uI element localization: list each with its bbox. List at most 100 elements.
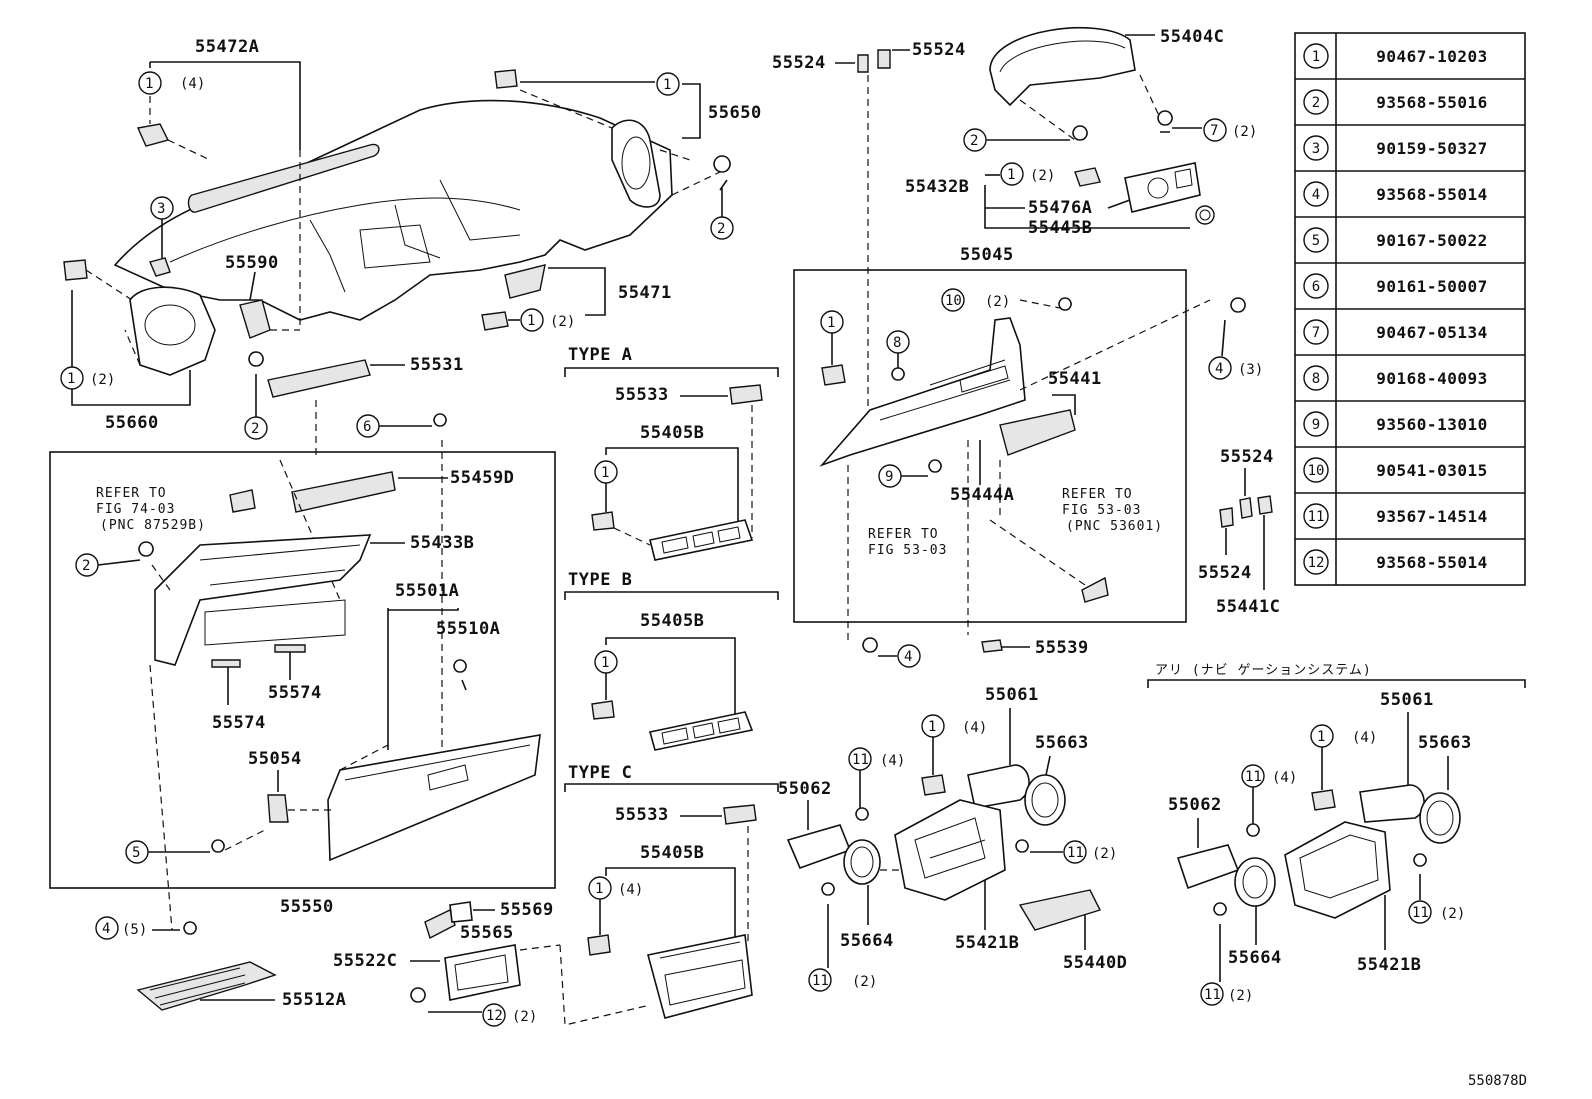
svg-text:1: 1: [601, 655, 609, 671]
label-55405B-a: 55405B: [640, 423, 704, 443]
ref-circle: [1303, 503, 1329, 529]
label-55533-a: 55533: [615, 385, 669, 405]
label-55061-a: 55061: [985, 685, 1039, 705]
svg-text:(2): (2): [1228, 988, 1253, 1004]
svg-text:(4): (4): [962, 720, 987, 736]
svg-text:3: 3: [157, 201, 165, 217]
svg-text:(2): (2): [512, 1009, 537, 1025]
switch-panel-c: [647, 934, 753, 1019]
label-55062-b: 55062: [1168, 795, 1222, 815]
label-55433B: 55433B: [410, 533, 474, 553]
svg-text:(2): (2): [1440, 906, 1465, 922]
svg-text:REFER TO: REFER TO: [868, 527, 939, 542]
vent-55062-a: [786, 824, 852, 870]
svg-text:4: 4: [904, 649, 912, 665]
table-part-number: 93560-13010: [1376, 415, 1487, 434]
ref-circle: [1303, 89, 1329, 115]
svg-text:(4): (4): [880, 753, 905, 769]
glove-box-group: 55550 REFER TO FIG 74-03 (PNC 87529B) 55…: [49, 451, 556, 931]
svg-text:10: 10: [945, 293, 962, 309]
svg-text:2: 2: [970, 133, 978, 149]
label-55663-a: 55663: [1035, 733, 1089, 753]
svg-text:(PNC 87529B): (PNC 87529B): [100, 518, 206, 533]
svg-text:11: 11: [1412, 905, 1429, 921]
label-55524-a: 55524: [772, 53, 826, 73]
label-55405B-b: 55405B: [640, 611, 704, 631]
svg-text:1: 1: [527, 313, 535, 329]
label-55531: 55531: [410, 355, 464, 375]
svg-text:1: 1: [663, 77, 671, 93]
svg-text:8: 8: [893, 335, 901, 351]
svg-text:(2): (2): [1030, 168, 1055, 184]
ring-55663-b: [1419, 792, 1461, 844]
label-55664-a: 55664: [840, 931, 894, 951]
type-variants-group: TYPE A 55533 55405B 1 TYPE B 55405B 1 TY…: [564, 345, 779, 1019]
left-vent: [129, 286, 216, 376]
glove-box-door: [327, 734, 541, 862]
svg-text:11: 11: [812, 973, 829, 989]
svg-text:5: 5: [132, 845, 140, 861]
diagram-id: 550878D: [1468, 1073, 1527, 1089]
label-55405B-c: 55405B: [640, 843, 704, 863]
label-55441: 55441: [1048, 369, 1102, 389]
table-part-number: 93567-14514: [1376, 507, 1487, 526]
ring-55663-a: [1024, 774, 1066, 826]
svg-text:(4): (4): [1352, 730, 1377, 746]
svg-text:6: 6: [363, 419, 371, 435]
svg-text:2: 2: [251, 421, 259, 437]
ref-circle: [1303, 43, 1329, 69]
upper-strip: [291, 471, 396, 513]
label-55550: 55550: [280, 897, 334, 917]
top-pad: [187, 143, 380, 213]
label-55533-c: 55533: [615, 805, 669, 825]
label-55440D: 55440D: [1063, 953, 1127, 973]
label-55512A: 55512A: [282, 990, 346, 1010]
svg-text:1: 1: [928, 719, 936, 735]
table-part-number: 90467-10203: [1376, 47, 1487, 66]
vent-55061-a: [967, 764, 1030, 809]
svg-text:2: 2: [82, 558, 90, 574]
qty-label: (4): [180, 76, 205, 92]
label-55663-b: 55663: [1418, 733, 1472, 753]
svg-text:4: 4: [102, 921, 110, 937]
svg-text:REFER TO: REFER TO: [1062, 487, 1133, 502]
ashtray-55441: [999, 409, 1076, 456]
type-c-label: TYPE C: [568, 763, 632, 783]
label-55524-b: 55524: [912, 40, 966, 60]
tray-55440D: [1018, 889, 1101, 931]
label-55421B-b: 55421B: [1357, 955, 1421, 975]
label-55045: 55045: [960, 245, 1014, 265]
label-55565: 55565: [460, 923, 514, 943]
svg-text:(2): (2): [852, 974, 877, 990]
label-55522C: 55522C: [333, 951, 397, 971]
table-ref-number: 3: [1312, 141, 1320, 157]
right-mid-group: 4 (3) 55524 55524 55441C: [1198, 297, 1280, 617]
table-part-number: 93568-55014: [1376, 185, 1487, 204]
ref-circle: [1303, 549, 1329, 575]
clip-part: [136, 123, 170, 147]
svg-text:(3): (3): [1238, 362, 1263, 378]
svg-text:11: 11: [1204, 987, 1221, 1003]
table-ref-number: 2: [1312, 95, 1320, 111]
table-part-number: 90167-50022: [1376, 231, 1487, 250]
label-55432B: 55432B: [905, 177, 969, 197]
ring-55664-b: [1234, 857, 1276, 907]
label-55590: 55590: [225, 253, 279, 273]
svg-text:7: 7: [1210, 123, 1218, 139]
table-ref-number: 9: [1312, 417, 1320, 433]
svg-text:REFER TO: REFER TO: [96, 486, 167, 501]
svg-text:1: 1: [595, 881, 603, 897]
dashboard-body: [113, 99, 673, 321]
table-part-number: 93568-55016: [1376, 93, 1487, 112]
label-55054: 55054: [248, 749, 302, 769]
svg-text:(4): (4): [618, 882, 643, 898]
label-55569: 55569: [500, 900, 554, 920]
vent-55061-b: [1359, 784, 1425, 823]
label-55445B: 55445B: [1028, 218, 1092, 238]
svg-text:(2): (2): [1092, 846, 1117, 862]
ref-circle: [1303, 411, 1329, 437]
navigation-header: アリ (ナビ ゲーションシステム): [1155, 663, 1372, 678]
table-part-number: 90161-50007: [1376, 277, 1487, 296]
